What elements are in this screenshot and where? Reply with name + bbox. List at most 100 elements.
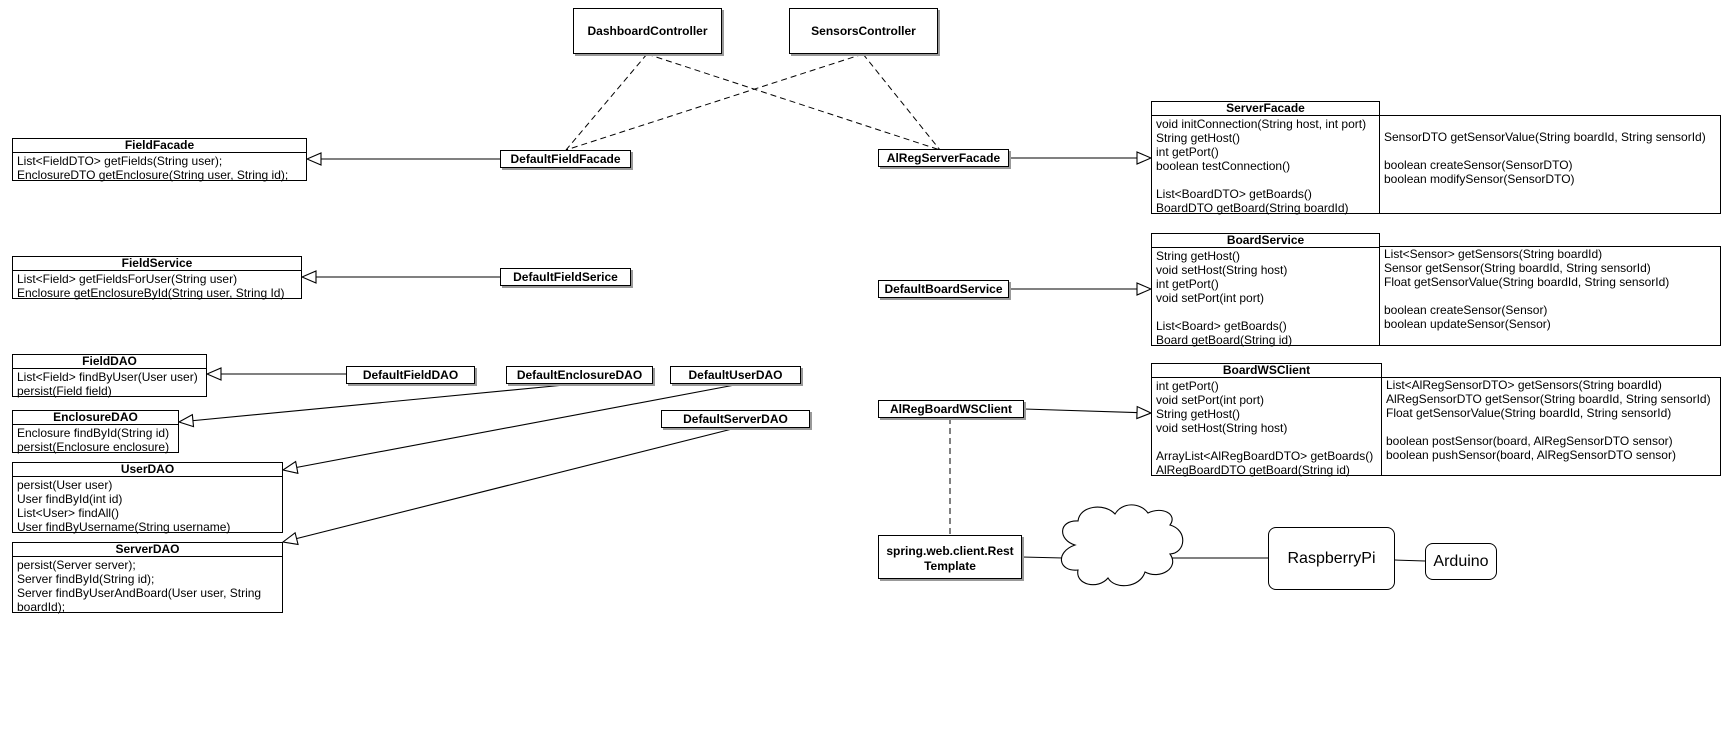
real-enclosuredao bbox=[179, 383, 576, 422]
board-service-method: void setHost(String host) bbox=[1156, 263, 1288, 277]
default-field-facade-label: DefaultFieldFacade bbox=[510, 152, 621, 166]
real-userdao bbox=[283, 383, 741, 470]
field-service-method: Enclosure getEnclosureById(String user, … bbox=[17, 286, 285, 300]
real-serverdao bbox=[283, 426, 741, 542]
default-field-service-box[interactable]: DefaultFieldSerice bbox=[500, 268, 631, 286]
sensors-controller-label: SensorsController bbox=[811, 24, 916, 38]
default-field-facade-box[interactable]: DefaultFieldFacade bbox=[500, 150, 631, 168]
dep-dashboard-serverfacade bbox=[646, 53, 941, 151]
net-raspberry-arduino bbox=[1394, 559, 1426, 562]
default-user-dao-box[interactable]: DefaultUserDAO bbox=[670, 366, 801, 384]
field-dao-method: persist(Field field) bbox=[17, 384, 112, 398]
rest-template-line1: spring.web.client.Rest bbox=[886, 544, 1014, 558]
server-facade-method: BoardDTO getBoard(String boardId) bbox=[1156, 201, 1349, 215]
user-dao-method: User findById(int id) bbox=[17, 492, 123, 506]
board-ws-client-method: void setHost(String host) bbox=[1156, 421, 1288, 435]
board-service-method bbox=[1156, 305, 1375, 319]
dashboard-controller[interactable]: DashboardController bbox=[573, 8, 722, 54]
default-server-dao-label: DefaultServerDAO bbox=[683, 412, 788, 426]
server-facade-method: void initConnection(String host, int por… bbox=[1156, 117, 1367, 131]
server-facade-method: List<BoardDTO> getBoards() bbox=[1156, 187, 1312, 201]
board-service-extra-method: boolean createSensor(Sensor) bbox=[1384, 303, 1548, 317]
field-service-method: List<Field> getFieldsForUser(String user… bbox=[17, 272, 238, 286]
default-enclosure-dao-box[interactable]: DefaultEnclosureDAO bbox=[506, 366, 653, 384]
default-server-dao-box[interactable]: DefaultServerDAO bbox=[661, 410, 810, 428]
default-board-service-box[interactable]: DefaultBoardService bbox=[878, 280, 1009, 298]
enclosure-dao-class[interactable]: EnclosureDAO Enclosure findById(String i… bbox=[12, 410, 179, 454]
board-ws-client-method bbox=[1156, 435, 1377, 449]
board-service-extra-method: Float getSensorValue(String boardId, Str… bbox=[1384, 275, 1670, 289]
board-ws-client-title: BoardWSClient bbox=[1152, 364, 1381, 378]
alreg-server-facade-label: AlRegServerFacade bbox=[886, 151, 1001, 165]
board-service-class[interactable]: BoardService String getHost() void setHo… bbox=[1151, 233, 1380, 347]
field-facade-class[interactable]: FieldFacade List<FieldDTO> getFields(Str… bbox=[12, 138, 307, 182]
field-facade-title: FieldFacade bbox=[13, 139, 306, 153]
server-facade-method: boolean testConnection() bbox=[1156, 159, 1291, 173]
user-dao-class[interactable]: UserDAO persist(User user) User findById… bbox=[12, 462, 283, 534]
server-facade-title: ServerFacade bbox=[1152, 102, 1379, 116]
field-dao-method: List<Field> findByUser(User user) bbox=[17, 370, 198, 384]
server-facade-extension bbox=[1379, 115, 1721, 214]
board-ws-client-extra-method: AlRegSensorDTO getSensor(String boardId,… bbox=[1386, 392, 1711, 406]
rest-template-box[interactable]: spring.web.client.Rest Template bbox=[878, 535, 1022, 579]
field-dao-class[interactable]: FieldDAO List<Field> findByUser(User use… bbox=[12, 354, 207, 398]
field-dao-title: FieldDAO bbox=[13, 355, 206, 369]
board-ws-client-extension bbox=[1381, 377, 1721, 476]
alreg-server-facade-box[interactable]: AlRegServerFacade bbox=[878, 149, 1009, 167]
server-facade-extra-method: boolean createSensor(SensorDTO) bbox=[1384, 158, 1573, 172]
rest-template-line2: Template bbox=[924, 559, 976, 573]
board-ws-client-extra-method: boolean postSensor(board, AlRegSensorDTO… bbox=[1386, 434, 1673, 448]
server-dao-method: boardId); bbox=[17, 600, 66, 614]
server-facade-extra-methods: SensorDTO getSensorValue(String boardId,… bbox=[1384, 116, 1706, 186]
server-dao-method: persist(Server server); bbox=[17, 558, 136, 572]
user-dao-method: User findByUsername(String username) bbox=[17, 520, 231, 534]
board-service-extra-method bbox=[1384, 289, 1669, 303]
default-user-dao-label: DefaultUserDAO bbox=[688, 368, 783, 382]
board-service-extra-method: List<Sensor> getSensors(String boardId) bbox=[1384, 247, 1603, 261]
board-service-extra-method: boolean updateSensor(Sensor) bbox=[1384, 317, 1551, 331]
server-dao-class[interactable]: ServerDAO persist(Server server); Server… bbox=[12, 542, 283, 614]
server-facade-extra-method bbox=[1384, 116, 1706, 130]
dep-dashboard-fieldfacade bbox=[565, 53, 648, 151]
default-enclosure-dao-label: DefaultEnclosureDAO bbox=[516, 368, 643, 382]
server-dao-method: Server findById(String id); bbox=[17, 572, 155, 586]
board-service-method: void setPort(int port) bbox=[1156, 291, 1265, 305]
board-ws-client-class[interactable]: BoardWSClient int getPort() void setPort… bbox=[1151, 363, 1382, 477]
board-ws-client-method: void setPort(int port) bbox=[1156, 393, 1265, 407]
net-rest-cloud bbox=[1021, 556, 1064, 559]
board-service-extension bbox=[1379, 246, 1721, 346]
server-dao-title: ServerDAO bbox=[13, 543, 282, 557]
board-ws-client-extra-method: Float getSensorValue(String boardId, Str… bbox=[1386, 406, 1672, 420]
server-facade-method: int getPort() bbox=[1156, 145, 1219, 159]
server-facade-class[interactable]: ServerFacade void initConnection(String … bbox=[1151, 101, 1380, 215]
default-field-dao-box[interactable]: DefaultFieldDAO bbox=[346, 366, 475, 384]
realization-arrows bbox=[179, 158, 1151, 542]
server-facade-method: String getHost() bbox=[1156, 131, 1241, 145]
server-facade-extra-method bbox=[1384, 144, 1706, 158]
board-ws-client-extra-method bbox=[1386, 420, 1711, 434]
enclosure-dao-method: Enclosure findById(String id) bbox=[17, 426, 170, 440]
dep-sensors-serverfacade bbox=[862, 53, 941, 151]
arduino-box[interactable]: Arduino bbox=[1425, 543, 1497, 580]
default-field-dao-label: DefaultFieldDAO bbox=[362, 368, 459, 382]
board-ws-client-method: ArrayList<AlRegBoardDTO> getBoards() bbox=[1156, 449, 1374, 463]
board-service-method: int getPort() bbox=[1156, 277, 1219, 291]
server-facade-extra-method: SensorDTO getSensorValue(String boardId,… bbox=[1384, 130, 1706, 144]
board-ws-client-method: AlRegBoardDTO getBoard(String id) bbox=[1156, 463, 1350, 477]
raspberry-pi-box[interactable]: RaspberryPi bbox=[1268, 527, 1395, 590]
board-ws-client-extra-method: boolean pushSensor(board, AlRegSensorDTO… bbox=[1386, 448, 1676, 462]
field-service-class[interactable]: FieldService List<Field> getFieldsForUse… bbox=[12, 256, 302, 300]
arduino-label: Arduino bbox=[1433, 552, 1489, 570]
real-boardwsclient bbox=[1023, 409, 1151, 413]
enclosure-dao-title: EnclosureDAO bbox=[13, 411, 178, 425]
board-service-method: Board getBoard(String id) bbox=[1156, 333, 1293, 347]
user-dao-title: UserDAO bbox=[13, 463, 282, 477]
dashboard-controller-label: DashboardController bbox=[587, 24, 708, 38]
sensors-controller[interactable]: SensorsController bbox=[789, 8, 938, 54]
raspberry-pi-label: RaspberryPi bbox=[1287, 549, 1376, 567]
dep-sensors-fieldfacade bbox=[565, 53, 864, 151]
board-ws-client-extra-methods: List<AlRegSensorDTO> getSensors(String b… bbox=[1386, 378, 1711, 462]
board-ws-client-extra-method: List<AlRegSensorDTO> getSensors(String b… bbox=[1386, 378, 1662, 392]
alreg-board-ws-client-box[interactable]: AlRegBoardWSClient bbox=[878, 400, 1024, 418]
board-ws-client-method: String getHost() bbox=[1156, 407, 1241, 421]
